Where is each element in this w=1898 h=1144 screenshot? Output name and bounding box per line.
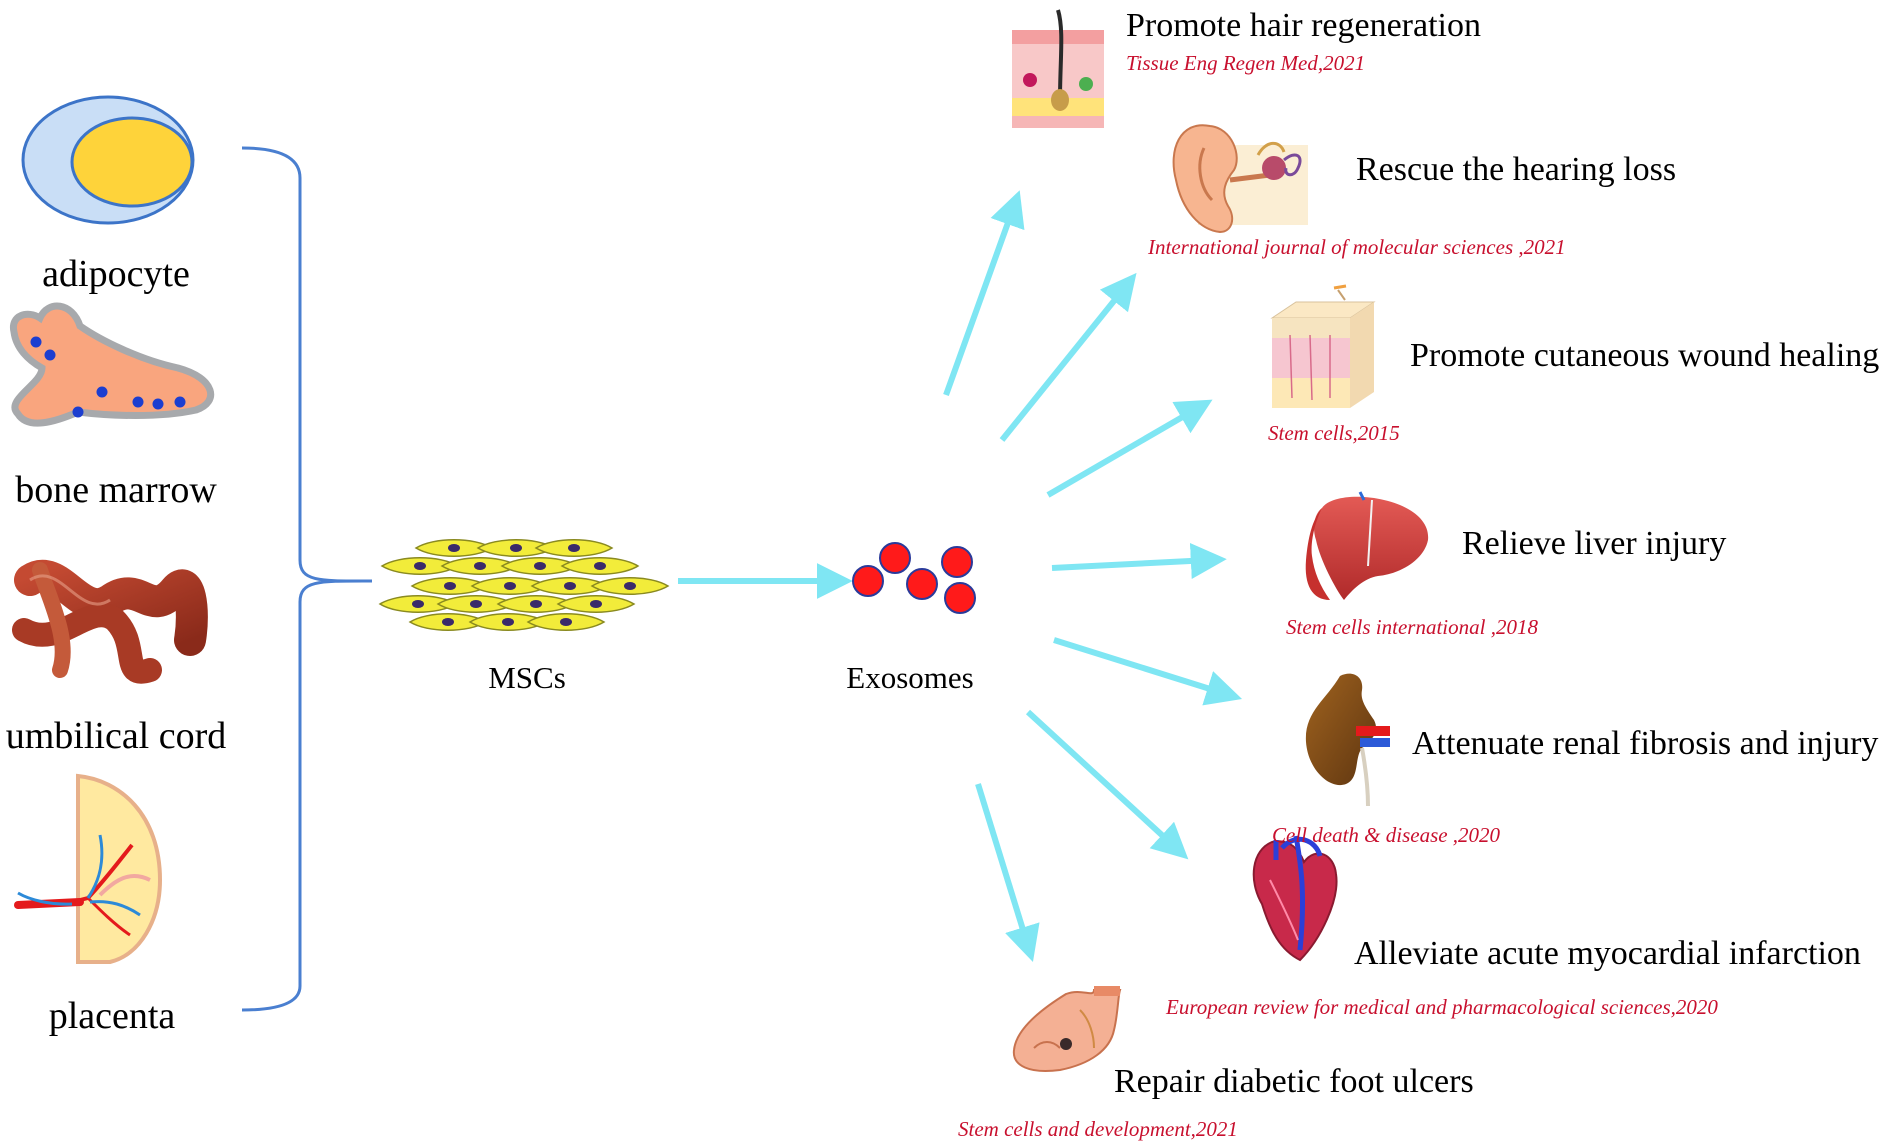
source-label-placenta: placenta [49, 995, 176, 1037]
source-label-umbilical-cord: umbilical cord [6, 715, 227, 757]
msc-cell-nucleus [594, 562, 606, 570]
sources-bracket [241, 146, 373, 1012]
source-label-adipocyte: adipocyte [42, 253, 190, 295]
source-label-bone-marrow: bone marrow [15, 469, 217, 511]
outcome-citation-foot: Stem cells and development,2021 [958, 1117, 1238, 1141]
arrow-to-liver [1051, 542, 1227, 579]
ear-icon [1172, 124, 1308, 234]
msc-cell-nucleus [474, 562, 486, 570]
outcome-title-hair: Promote hair regeneration [1126, 7, 1481, 44]
arrow-to-hearing [999, 272, 1137, 442]
msc-cell-nucleus [590, 600, 602, 608]
outcome-citation-hair: Tissue Eng Regen Med,2021 [1126, 51, 1365, 75]
outcome-citation-heart: European review for medical and pharmaco… [1165, 995, 1718, 1019]
umbilical-cord-icon [12, 559, 208, 684]
liver-icon [1305, 491, 1429, 600]
msc-cell-nucleus [568, 544, 580, 552]
msc-cell-cluster [378, 539, 670, 631]
outcome-citation-liver: Stem cells international ,2018 [1286, 615, 1538, 639]
arrow-to-wound [1046, 399, 1213, 498]
exosomes-label: Exosomes [846, 660, 973, 695]
outcome-citation-wound: Stem cells,2015 [1268, 421, 1400, 445]
placenta-icon [14, 773, 163, 964]
heart-icon [1252, 835, 1338, 962]
msc-cell-nucleus [624, 582, 636, 590]
outcome-citation-hearing: International journal of molecular scien… [1147, 235, 1566, 259]
outcome-title-wound: Promote cutaneous wound healing [1410, 337, 1879, 374]
msc-cell-nucleus [444, 582, 456, 590]
skin-icon [1270, 284, 1376, 408]
arrow-to-kidney [1053, 637, 1243, 706]
msc-cell-nucleus [470, 600, 482, 608]
msc-cell-nucleus [530, 600, 542, 608]
outcome-arrows [943, 190, 1243, 963]
msc-cell-nucleus [412, 600, 424, 608]
exosome-cluster [852, 542, 976, 614]
arrow-to-heart [1025, 709, 1189, 860]
msc-cell-nucleus [448, 544, 460, 552]
bone-marrow-icon [9, 302, 215, 427]
outcome-title-foot: Repair diabetic foot ulcers [1114, 1063, 1474, 1100]
msc-cell-nucleus [502, 618, 514, 626]
outcome-title-heart: Alleviate acute myocardial infarction [1354, 935, 1861, 972]
msc-cell-nucleus [442, 618, 454, 626]
foot-icon [1012, 986, 1122, 1072]
arrow-to-hair [943, 190, 1025, 397]
adipocyte-icon [21, 95, 195, 225]
outcome-title-hearing: Rescue the hearing loss [1356, 151, 1676, 188]
msc-cell-nucleus [414, 562, 426, 570]
outcome-citation-kidney: Cell death & disease ,2020 [1272, 823, 1501, 847]
msc-cell-nucleus [504, 582, 516, 590]
hair-follicle-icon [1012, 9, 1104, 128]
msc-cell-nucleus [564, 582, 576, 590]
msc-cell-nucleus [510, 544, 522, 552]
msc-cell-nucleus [534, 562, 546, 570]
msc-label: MSCs [488, 660, 566, 695]
outcome-title-liver: Relieve liver injury [1462, 525, 1726, 562]
kidney-icon [1305, 673, 1390, 807]
outcome-title-kidney: Attenuate renal fibrosis and injury [1412, 725, 1878, 762]
arrow-to-foot [975, 783, 1040, 963]
msc-cell-nucleus [560, 618, 572, 626]
